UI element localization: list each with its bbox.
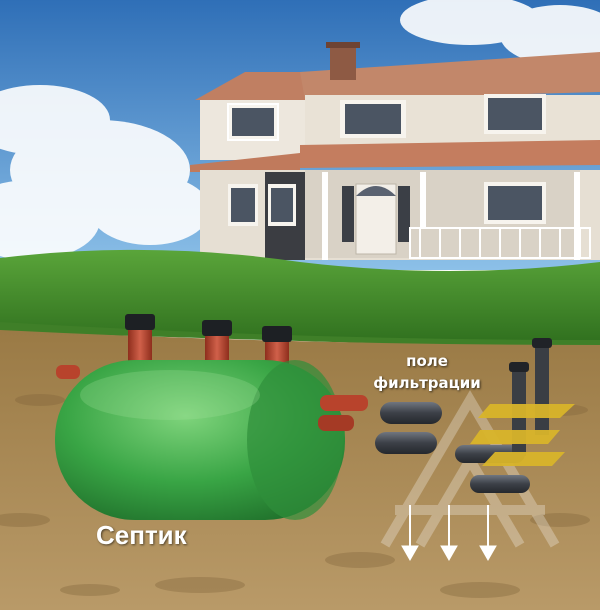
filtration-field-label-line1: поле (406, 352, 448, 370)
filtration-field-label: поле фильтрации (372, 350, 482, 394)
gravel-layer (470, 404, 575, 466)
filtration-field-label-line2: фильтрации (373, 374, 481, 392)
clouds (0, 0, 600, 260)
soil-texture (0, 394, 590, 598)
down-arrow-icon (401, 505, 497, 562)
house (190, 42, 600, 260)
septic-tank (55, 314, 368, 520)
septic-label: Септик (96, 520, 187, 550)
